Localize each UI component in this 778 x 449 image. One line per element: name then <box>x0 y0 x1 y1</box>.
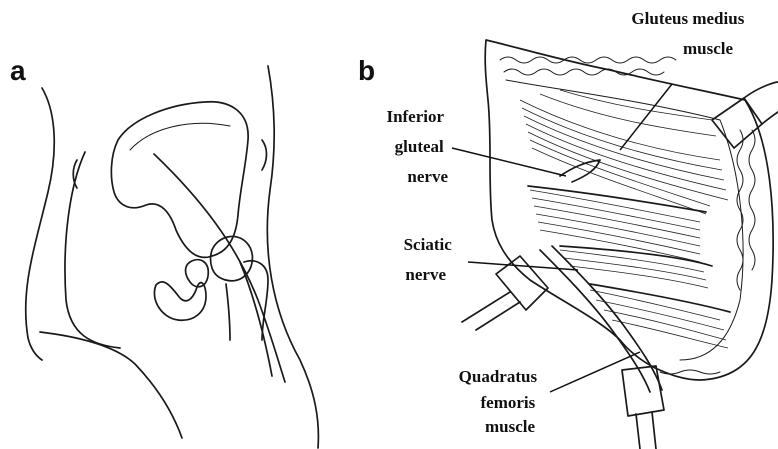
panel-b-drawing: b <box>358 9 778 449</box>
rotator-fibers <box>528 186 730 348</box>
right-flank-mark <box>262 140 267 170</box>
wound-outline <box>485 40 773 380</box>
leader-quadratus <box>550 352 640 392</box>
wound-inner-edge <box>506 80 743 360</box>
label-sciatic: Sciatic nerve <box>404 235 456 284</box>
label-gluteus-medius-line2: muscle <box>683 39 734 58</box>
sciatic-nerve-edge <box>552 246 662 390</box>
panel-a-label: a <box>10 55 26 86</box>
femur-shaft <box>226 284 230 340</box>
label-inferior-gluteal: Inferior gluteal nerve <box>386 107 448 186</box>
label-sciatic-line1: Sciatic <box>404 235 453 254</box>
leader-sciatic <box>468 262 578 270</box>
label-quadratus-line1: Quadratus <box>459 367 538 386</box>
label-quadratus-line3: muscle <box>485 417 536 436</box>
left-body-contour <box>26 88 55 360</box>
label-inferior-gluteal-line1: Inferior <box>386 107 444 126</box>
leader-gluteus-medius <box>620 84 672 150</box>
right-body-contour <box>267 66 318 448</box>
leader-inferior-gluteal <box>452 148 566 176</box>
label-quadratus-line2: femoris <box>480 393 535 412</box>
label-gluteus-medius-line1: Gluteus medius <box>631 9 744 28</box>
label-inferior-gluteal-line2: gluteal <box>395 137 444 156</box>
panel-a-drawing: a <box>10 55 318 448</box>
label-quadratus: Quadratus femoris muscle <box>459 367 542 436</box>
gluteus-medius-fibers <box>520 90 728 214</box>
retractor-top-right <box>712 82 778 148</box>
obturator-foramen <box>186 260 209 287</box>
panel-b-label: b <box>358 55 375 86</box>
label-inferior-gluteal-line3: nerve <box>407 167 448 186</box>
ilium-inner-line <box>130 123 230 150</box>
label-gluteus-medius: Gluteus medius muscle <box>631 9 748 58</box>
inner-thigh-contour <box>40 332 182 438</box>
label-sciatic-line2: nerve <box>405 265 446 284</box>
